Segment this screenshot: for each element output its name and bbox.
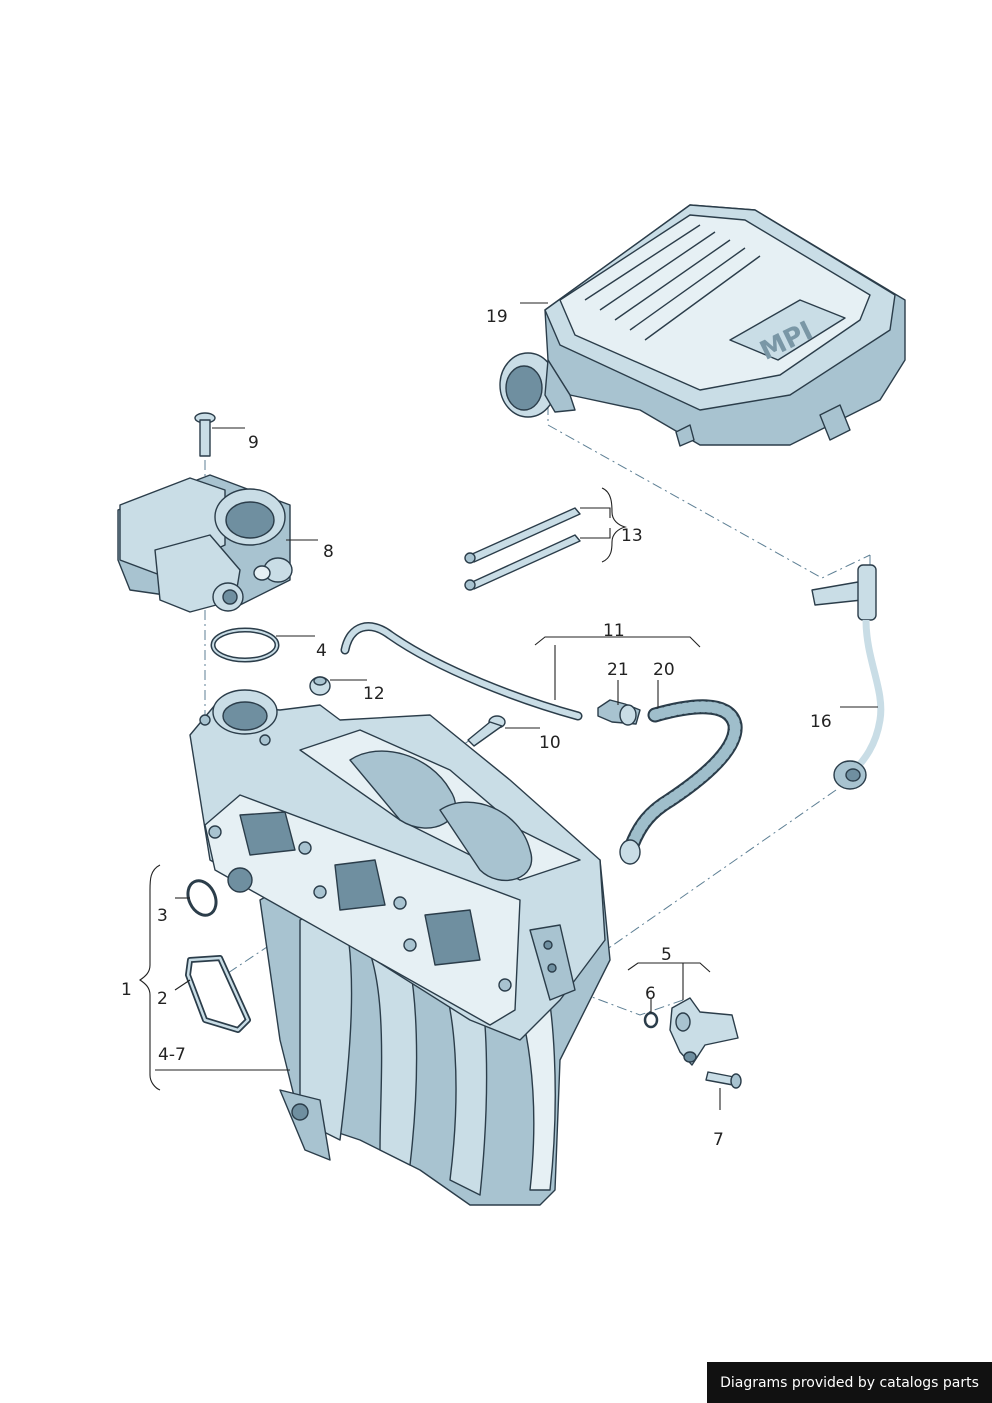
label-2: 2 — [157, 989, 168, 1009]
label-6: 6 — [645, 984, 656, 1004]
label-1: 1 — [121, 980, 132, 1000]
label-10: 10 — [539, 733, 561, 753]
callout-labels: 19 9 8 13 11 4 21 20 12 16 10 3 5 1 6 2 … — [121, 307, 832, 1150]
o-ring-3[interactable] — [183, 876, 222, 920]
label-19: 19 — [486, 307, 508, 327]
engine-cover-19[interactable]: MPI — [499, 204, 906, 447]
clip-12[interactable] — [309, 676, 331, 696]
hose-20[interactable] — [619, 699, 743, 865]
leader-lines — [139, 302, 878, 1110]
bolt-9[interactable] — [194, 412, 216, 457]
label-8: 8 — [323, 542, 334, 562]
bolt-10[interactable] — [467, 715, 506, 747]
label-20: 20 — [653, 660, 675, 680]
credit-banner: Diagrams provided by catalogs parts — [707, 1362, 992, 1403]
gasket-2[interactable] — [185, 955, 251, 1033]
label-5: 5 — [661, 945, 672, 965]
label-21: 21 — [607, 660, 629, 680]
intake-manifold-1[interactable] — [189, 689, 611, 1206]
breather-pipe-16[interactable] — [811, 564, 885, 790]
vent-hose[interactable] — [340, 622, 583, 721]
label-12: 12 — [363, 684, 385, 704]
throttle-body-8[interactable] — [117, 474, 293, 613]
label-13: 13 — [621, 526, 643, 546]
label-4: 4 — [316, 641, 327, 661]
label-3: 3 — [157, 906, 168, 926]
cable-ties-13[interactable] — [464, 507, 581, 591]
label-7: 7 — [713, 1130, 724, 1150]
label-11: 11 — [603, 621, 625, 641]
label-16: 16 — [810, 712, 832, 732]
connector-21[interactable] — [597, 699, 641, 726]
sensor-5[interactable] — [669, 997, 739, 1066]
bolt-7[interactable] — [705, 1071, 742, 1089]
label-4-7: 4-7 — [158, 1045, 186, 1065]
o-ring-4[interactable] — [210, 627, 280, 663]
o-ring-6[interactable] — [643, 1011, 659, 1029]
label-9: 9 — [248, 433, 259, 453]
